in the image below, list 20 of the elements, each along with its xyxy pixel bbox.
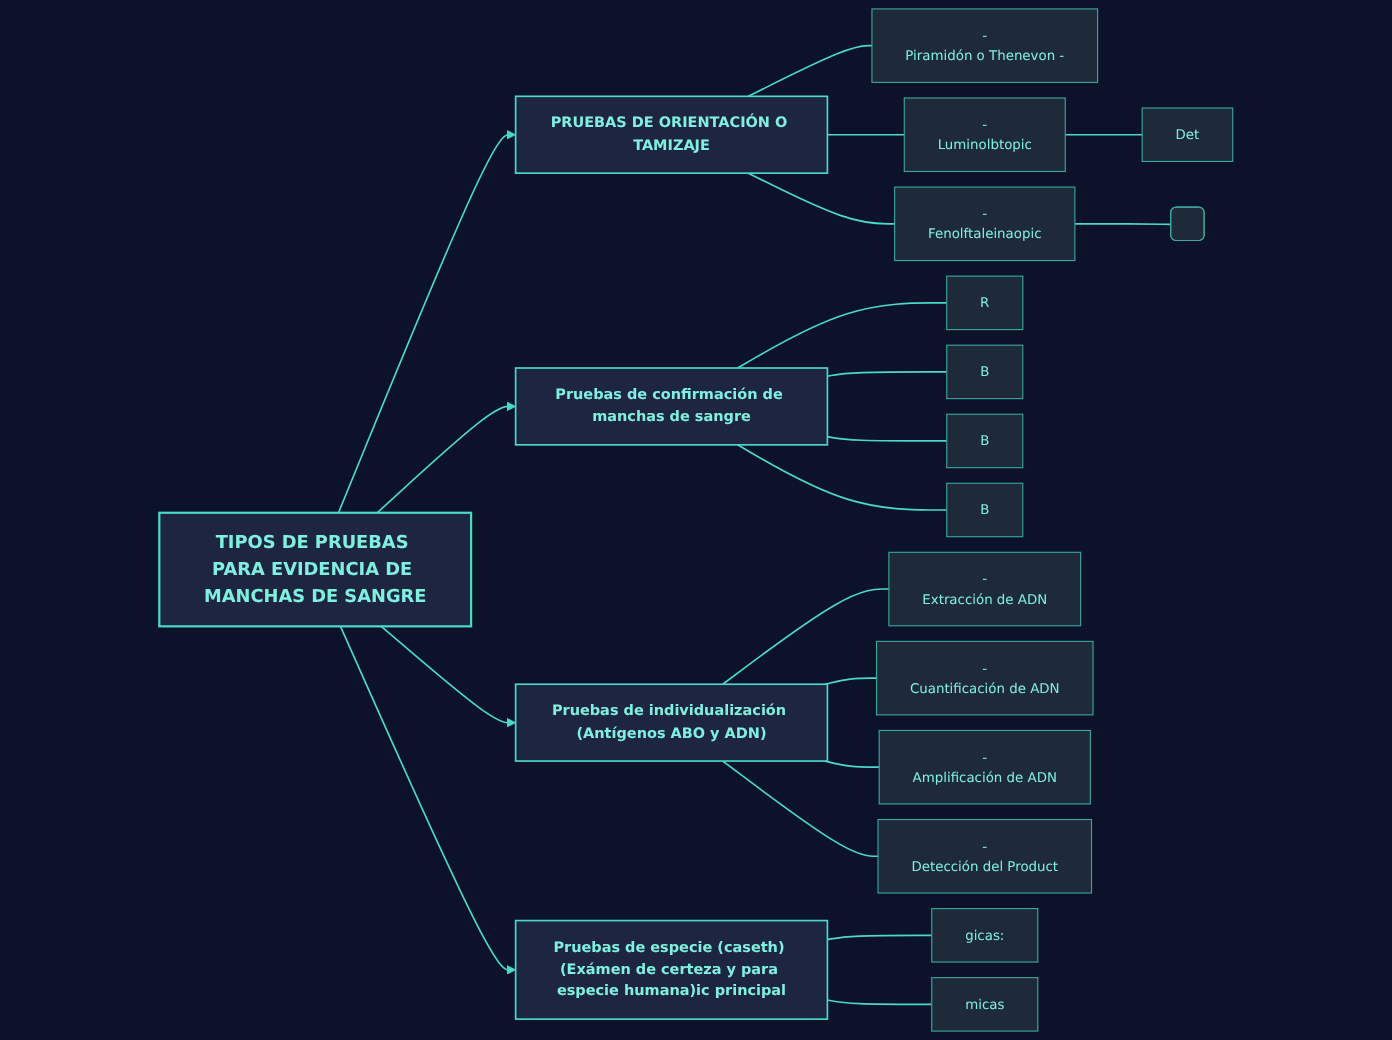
- node-box: TIPOS DE PRUEBAS PARA EVIDENCIA DE MANCHAS DE SANGRE: [158, 511, 473, 628]
- arrow: [339, 625, 517, 975]
- connector: [824, 677, 878, 686]
- connector: [826, 371, 948, 378]
- connector: [826, 133, 906, 136]
- connector: [1064, 133, 1143, 136]
- arrow: [376, 401, 517, 514]
- connector: [736, 444, 948, 511]
- connector: [1074, 222, 1173, 226]
- connector: [826, 934, 933, 941]
- arrow: [337, 129, 517, 514]
- connector: [747, 44, 873, 98]
- connector: [747, 172, 896, 225]
- arrow: [380, 625, 517, 728]
- connector: [824, 760, 881, 769]
- connector: [826, 999, 933, 1006]
- connector: [736, 302, 948, 369]
- connector: [721, 588, 890, 686]
- connector: [721, 760, 879, 858]
- connector: [826, 435, 948, 442]
